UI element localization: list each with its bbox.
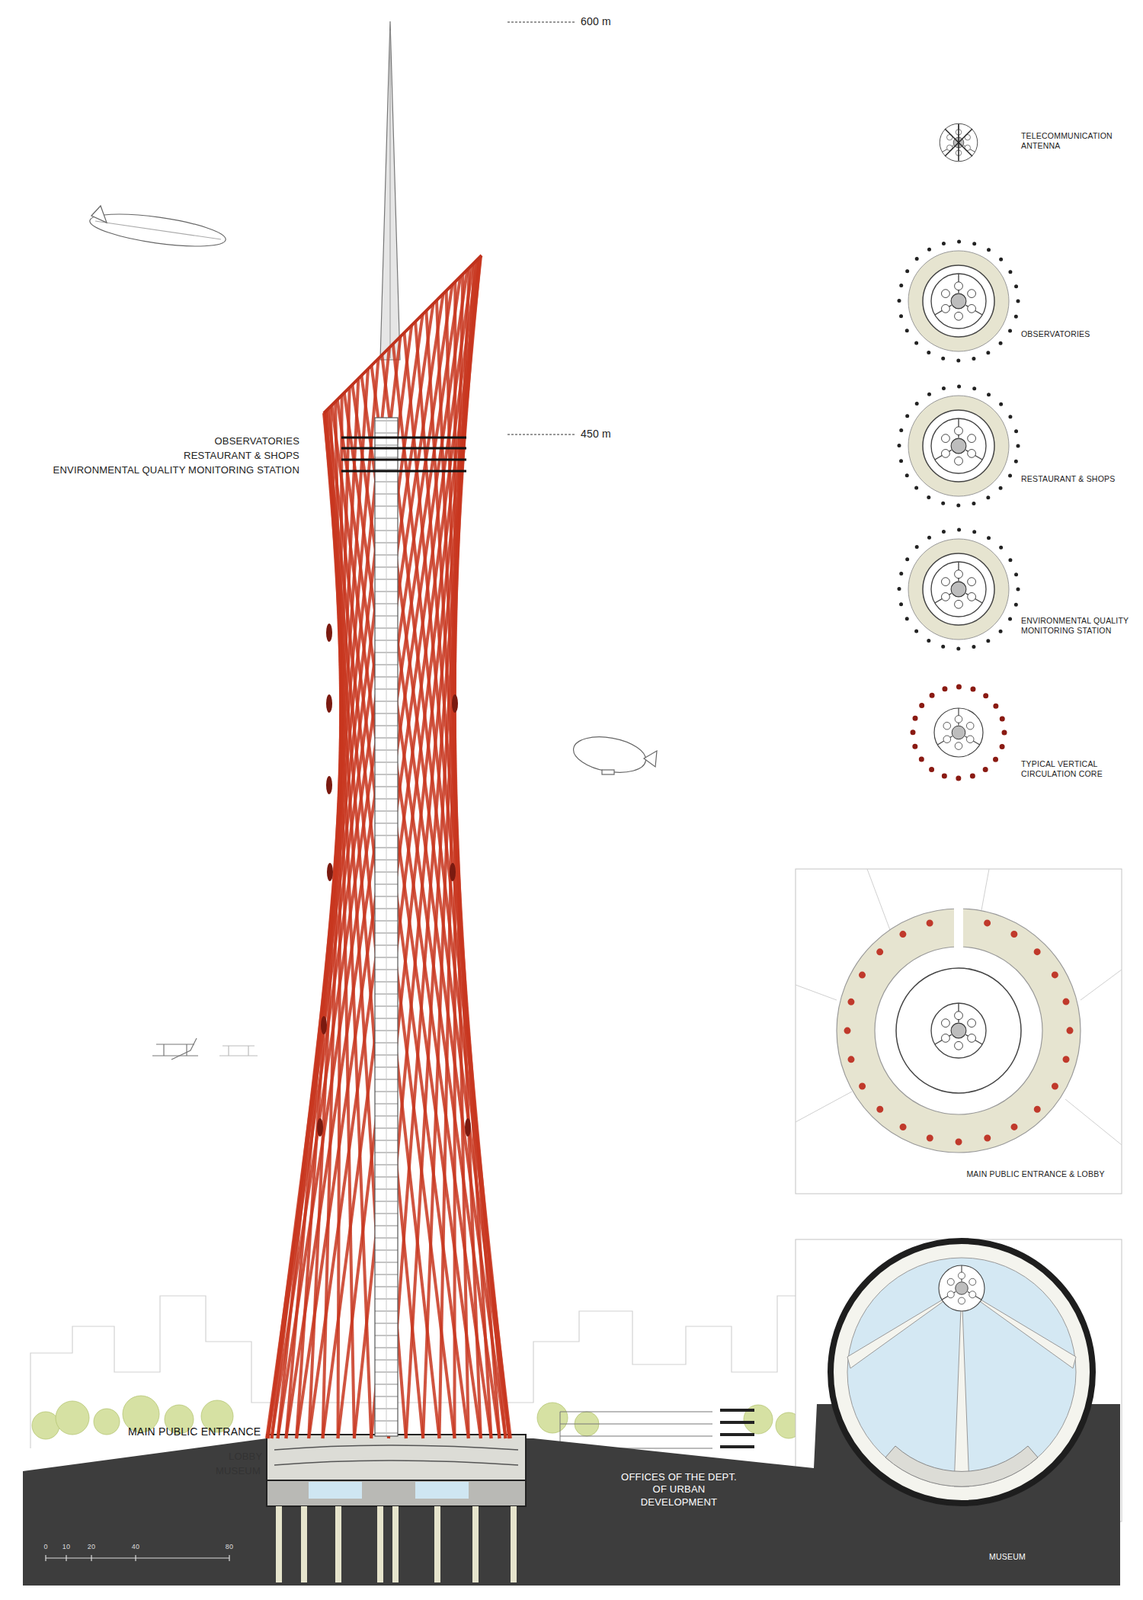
observatory-floors	[341, 437, 467, 471]
spire-line	[390, 30, 391, 359]
plan-label: MUSEUM	[961, 1551, 1054, 1562]
pool	[415, 1481, 469, 1499]
level-label: MAIN PUBLIC ENTRANCE	[128, 1424, 311, 1439]
monitoring-plan	[899, 529, 1019, 649]
podium	[266, 1434, 526, 1480]
tower-member	[278, 284, 453, 1438]
museum-plan	[830, 1240, 1093, 1503]
building-label: OFFICES OF THE DEPT. OF URBAN DEVELOPMEN…	[614, 1470, 744, 1508]
plan-label: OBSERVATORIES	[1021, 329, 1136, 340]
piles	[275, 1505, 517, 1582]
level-label: OBSERVATORIES	[30, 435, 300, 448]
observatory-plan	[899, 241, 1019, 361]
core-column	[374, 417, 398, 1436]
tower-member	[308, 263, 473, 1438]
tower-top-edge	[323, 255, 482, 414]
biplane	[152, 1037, 199, 1060]
height-mark	[507, 434, 575, 436]
scale-bar	[45, 1554, 230, 1561]
plan-label: TYPICAL VERTICAL CIRCULATION CORE	[1021, 758, 1121, 779]
zeppelin	[88, 205, 228, 253]
tower-member	[296, 269, 468, 1438]
antenna-spire	[380, 21, 401, 360]
plan-label: MAIN PUBLIC ENTRANCE & LOBBY	[932, 1168, 1139, 1179]
level-label: LOBBY	[228, 1450, 321, 1463]
scale-number: 40	[124, 1542, 148, 1551]
trees	[32, 1395, 802, 1439]
tower-member	[323, 413, 423, 1438]
scale-number: 80	[217, 1542, 241, 1551]
entrance-plan	[795, 868, 1122, 1153]
basement	[266, 1478, 526, 1506]
antenna-plan	[939, 123, 978, 162]
tower-member	[371, 365, 510, 1439]
scale-number: 20	[80, 1542, 103, 1551]
tower-member	[327, 409, 455, 1438]
tower-member	[371, 256, 481, 1438]
plan-label: ENVIRONMENTAL QUALITY MONITORING STATION	[1021, 615, 1136, 636]
level-label: RESTAURANT & SHOPS	[30, 449, 300, 462]
tower-member	[352, 384, 500, 1438]
biplane	[219, 1045, 258, 1056]
tower-nodes	[316, 623, 471, 1137]
plan-frame	[795, 868, 1122, 1194]
level-label: MUSEUM	[215, 1464, 308, 1477]
hyperboloid-members	[266, 256, 511, 1438]
height-label: 450 m	[580, 427, 673, 442]
height-mark	[507, 22, 575, 23]
scale-number: 0	[34, 1542, 58, 1551]
plan-label: TELECOMMUNICATION ANTENNA	[1021, 131, 1136, 151]
podium-floors	[274, 1444, 519, 1465]
tower-member	[268, 325, 413, 1438]
core-plan	[912, 686, 1005, 779]
office-floors	[720, 1409, 755, 1447]
tower-member	[404, 332, 506, 1439]
skyline-outline	[30, 1295, 808, 1448]
level-label: ENVIRONMENTAL QUALITY MONITORING STATION	[30, 464, 300, 477]
height-label: 600 m	[580, 15, 673, 29]
plan-label: RESTAURANT & SHOPS	[1021, 473, 1136, 484]
blimp	[570, 731, 657, 778]
pool	[308, 1481, 362, 1499]
tower-member	[266, 313, 423, 1438]
restaurant-plan	[899, 386, 1019, 506]
scale-number: 10	[54, 1542, 78, 1551]
